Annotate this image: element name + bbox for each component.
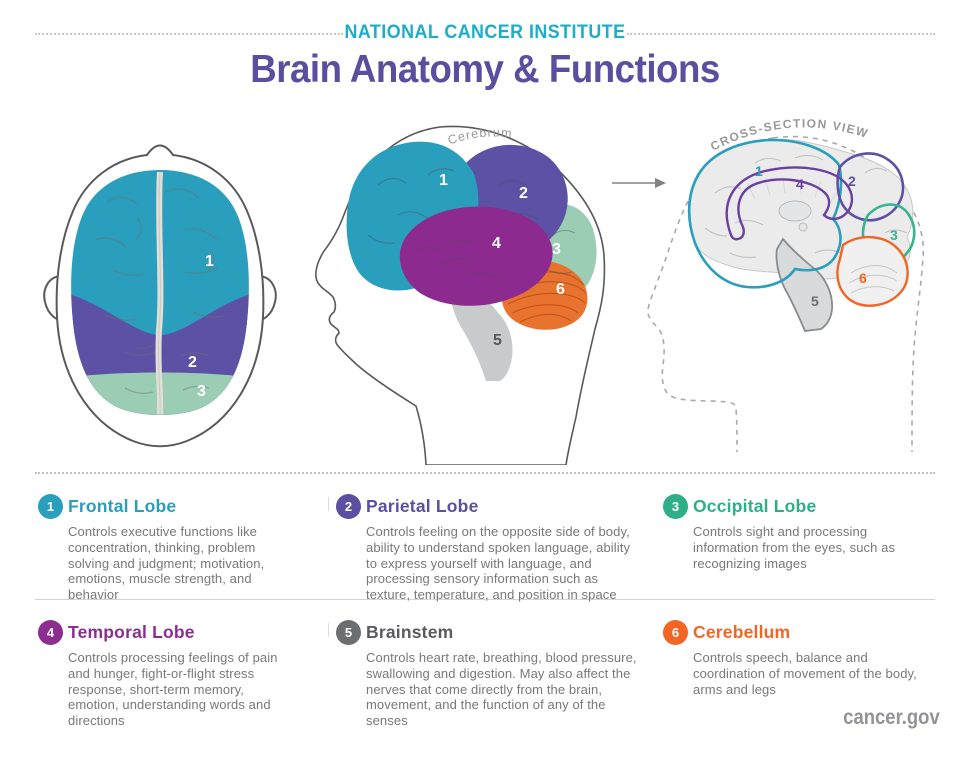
arrow-to-cross-section	[612, 178, 666, 188]
legend-item-cerebellum: 6 Cerebellum Controls speech, balance an…	[663, 620, 935, 697]
brain-top-view-diagram: 1 2 3	[43, 144, 277, 448]
side-view-label-5: 5	[493, 332, 502, 349]
legend-title: Cerebellum	[693, 622, 791, 642]
brain-cross-section-diagram: CROSS-SECTION VIEW 1 2	[647, 116, 925, 453]
sulci-lines	[94, 188, 224, 394]
cancer-gov-wordmark: cancer.gov	[843, 706, 940, 729]
sulci-lines	[367, 168, 576, 280]
legend-title: Parietal Lobe	[366, 496, 479, 516]
cerebellum-folia-lines	[848, 265, 898, 294]
legend-description: Controls processing feelings of pain and…	[68, 650, 278, 729]
legend-description: Controls feeling on the opposite side of…	[366, 524, 631, 603]
header-left-rule	[35, 33, 343, 35]
legend-description: Controls heart rate, breathing, blood pr…	[366, 650, 637, 729]
legend-title: Frontal Lobe	[68, 496, 177, 516]
legend-item-parietal-lobe: 2 Parietal Lobe Controls feeling on the …	[336, 494, 638, 603]
cross-label-4: 4	[796, 176, 804, 192]
institute-kicker: NATIONAL CANCER INSTITUTE	[344, 22, 626, 43]
cross-label-6: 6	[859, 270, 867, 286]
brain-side-view-diagram: Cerebrum 1 2 3 4 5 6	[315, 125, 606, 465]
midbrain-dot	[798, 222, 808, 232]
top-view-label-3: 3	[197, 383, 206, 400]
dashed-head-outline	[647, 135, 925, 453]
legend-title: Occipital Lobe	[693, 496, 817, 516]
frontal-outline-cross-section	[687, 138, 843, 289]
side-view-label-1: 1	[439, 172, 448, 189]
side-view-label-2: 2	[519, 185, 528, 202]
section-dotted-divider	[35, 472, 935, 474]
legend-item-frontal-lobe: 1 Frontal Lobe Controls executive functi…	[38, 494, 296, 603]
legend-item-occipital-lobe: 3 Occipital Lobe Controls sight and proc…	[663, 494, 935, 571]
legend-number-badge: 4	[38, 620, 63, 645]
legend-number-badge: 3	[663, 494, 688, 519]
parietal-outline-cross-section	[836, 152, 905, 222]
legend-description: Controls sight and processing informatio…	[693, 524, 896, 571]
cerebellum-outline-cross-section	[836, 235, 909, 307]
legend-description: Controls executive functions like concen…	[68, 524, 265, 603]
fissure-line	[157, 171, 161, 415]
cross-label-1: 1	[755, 163, 763, 179]
legend-title: Temporal Lobe	[68, 622, 195, 642]
column-tick	[328, 497, 329, 511]
legend-title: Brainstem	[366, 622, 454, 642]
side-view-label-6: 6	[556, 281, 565, 298]
header-right-rule	[627, 33, 935, 35]
legend-number-badge: 1	[38, 494, 63, 519]
legend-number-badge: 6	[663, 620, 688, 645]
legend-item-brainstem: 5 Brainstem Controls heart rate, breathi…	[336, 620, 638, 729]
legend-item-temporal-lobe: 4 Temporal Lobe Controls processing feel…	[38, 620, 296, 729]
cross-label-2: 2	[848, 173, 856, 189]
top-view-label-1: 1	[205, 253, 214, 270]
temporal-region-side-view	[399, 206, 553, 306]
side-view-label-3: 3	[552, 241, 561, 258]
legend-row-divider	[35, 599, 935, 600]
column-tick	[328, 623, 329, 637]
legend-number-badge: 5	[336, 620, 361, 645]
legend-description: Controls speech, balance and coordinatio…	[693, 650, 917, 697]
corpus-callosum-ring	[725, 166, 854, 241]
page-title: Brain Anatomy & Functions	[250, 48, 720, 91]
top-view-label-2: 2	[188, 354, 197, 371]
legend-number-badge: 2	[336, 494, 361, 519]
cross-label-5: 5	[811, 293, 819, 309]
thalamus-shape	[778, 200, 812, 222]
cross-label-3: 3	[890, 227, 898, 243]
side-view-label-4: 4	[492, 235, 501, 252]
